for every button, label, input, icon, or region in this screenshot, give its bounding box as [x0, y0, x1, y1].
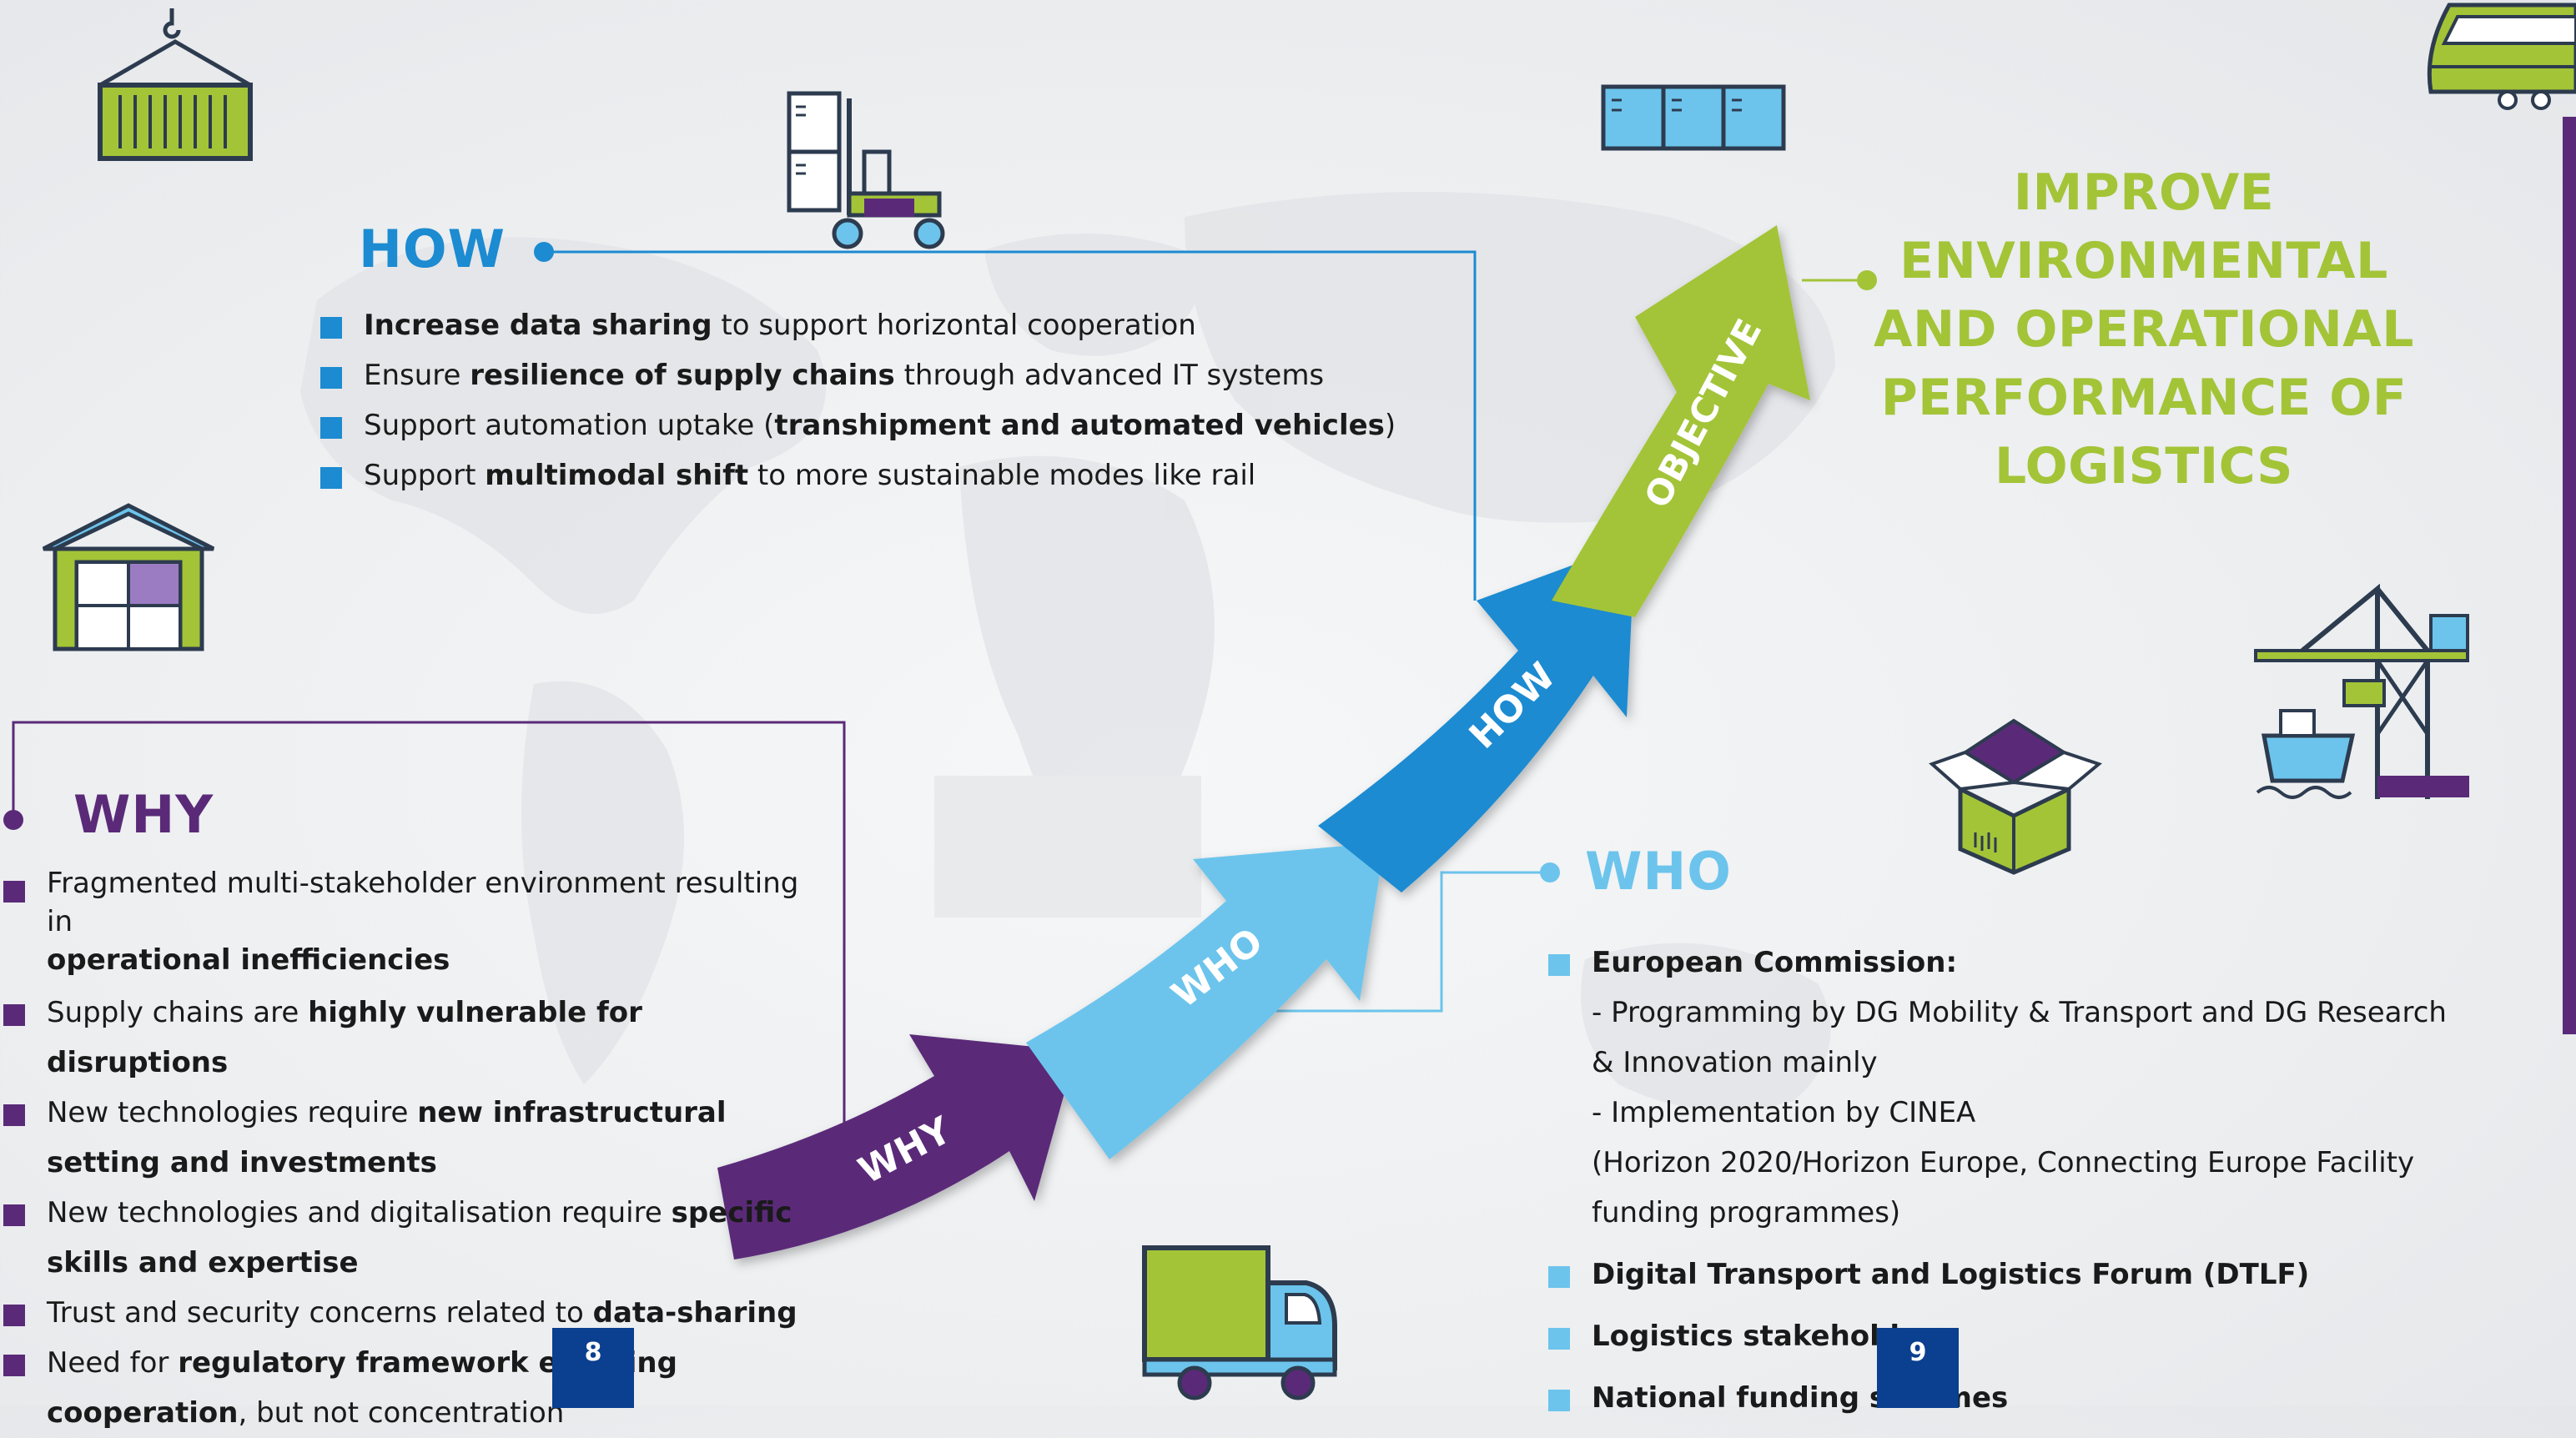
who-arrow [1026, 842, 1385, 1159]
open-box-icon [1929, 718, 2102, 875]
list-item: Logistics stakeholders [1548, 1311, 2466, 1361]
right-edge-bar [2563, 117, 2576, 1034]
how-list: Increase data sharing to support horizon… [320, 300, 1488, 500]
truck-icon [1142, 1245, 1337, 1400]
why-heading: WHY [73, 784, 214, 845]
who-list: European Commission: - Programming by DG… [1548, 938, 2466, 1435]
hanging-container-icon [98, 8, 253, 161]
warehouse-icon [42, 503, 215, 651]
port-crane-ship-icon [2254, 584, 2469, 799]
list-item: New technologies and digitalisation requ… [3, 1188, 821, 1288]
world-map-background [300, 192, 1835, 1111]
who-heading: WHO [1585, 841, 1732, 902]
page-number-left: 8 [552, 1328, 634, 1408]
list-item: Support multimodal shift to more sustain… [320, 450, 1488, 500]
page-number-right: 9 [1877, 1328, 1959, 1408]
list-item: Increase data sharing to support horizon… [320, 300, 1488, 350]
objective-arrow [1552, 225, 1810, 617]
objective-statement: IMPROVE ENVIRONMENTAL AND OPERATIONAL PE… [1874, 163, 2414, 495]
containers-icon [1601, 84, 1786, 151]
how-heading: HOW [359, 219, 506, 279]
list-item: European Commission: - Programming by DG… [1548, 938, 2466, 1238]
list-item: Ensure resilience of supply chains throu… [320, 350, 1488, 400]
why-arrow [717, 1034, 1076, 1260]
list-item: Supply chains are highly vulnerable for … [3, 988, 821, 1088]
connector-lines [3, 242, 1877, 1134]
list-item: Digital Transport and Logistics Forum (D… [1548, 1249, 2466, 1300]
how-arrow [1318, 542, 1635, 892]
forklift-icon [787, 91, 945, 249]
list-item: Trust and security concerns related to d… [3, 1288, 821, 1338]
list-item: Fragmented multi-stakeholder environment… [3, 864, 821, 979]
progress-arrows: WHY WHO HOW OBJECTIVE [717, 225, 1810, 1260]
list-item: National funding schemes [1548, 1373, 2466, 1423]
why-list: Fragmented multi-stakeholder environment… [3, 859, 821, 1438]
list-item: New technologies require new infrastruct… [3, 1088, 821, 1188]
train-icon [2427, 3, 2576, 110]
list-item: Support automation uptake (transhipment … [320, 400, 1488, 450]
